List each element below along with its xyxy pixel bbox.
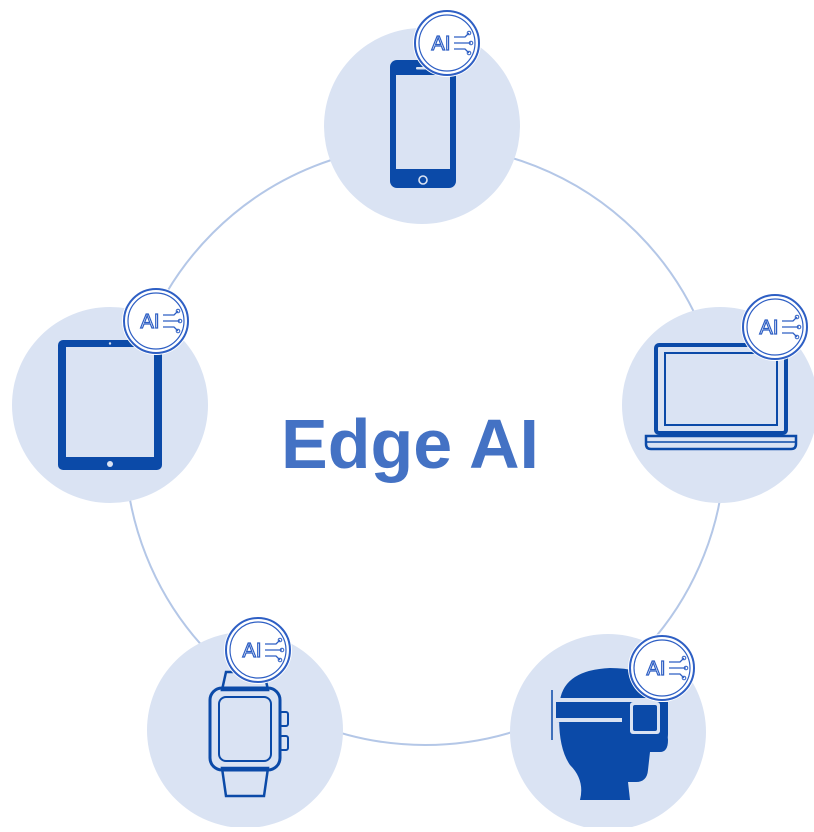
ai-badge-icon-vr-headset: AI [628,634,696,702]
ai-badge-icon-smartwatch: AI [224,616,292,684]
node-smartwatch [147,632,343,828]
laptop-icon [644,343,798,451]
smartwatch-icon [208,670,289,798]
diagram-title: Edge AI [281,405,539,483]
tablet-icon [58,340,162,470]
ai-badge-label: AI [243,640,262,662]
smartphone-icon [390,60,456,188]
ai-badge-label: AI [432,33,451,55]
ai-badge-label: AI [760,317,779,339]
vr-headset-icon [551,668,668,800]
ai-badge-label: AI [647,658,666,680]
ai-badge-icon-laptop: AI [741,293,809,361]
ai-badge-icon-tablet: AI [122,287,190,355]
ai-badge-label: AI [141,311,160,333]
ai-badge-icon-smartphone: AI [413,9,481,77]
